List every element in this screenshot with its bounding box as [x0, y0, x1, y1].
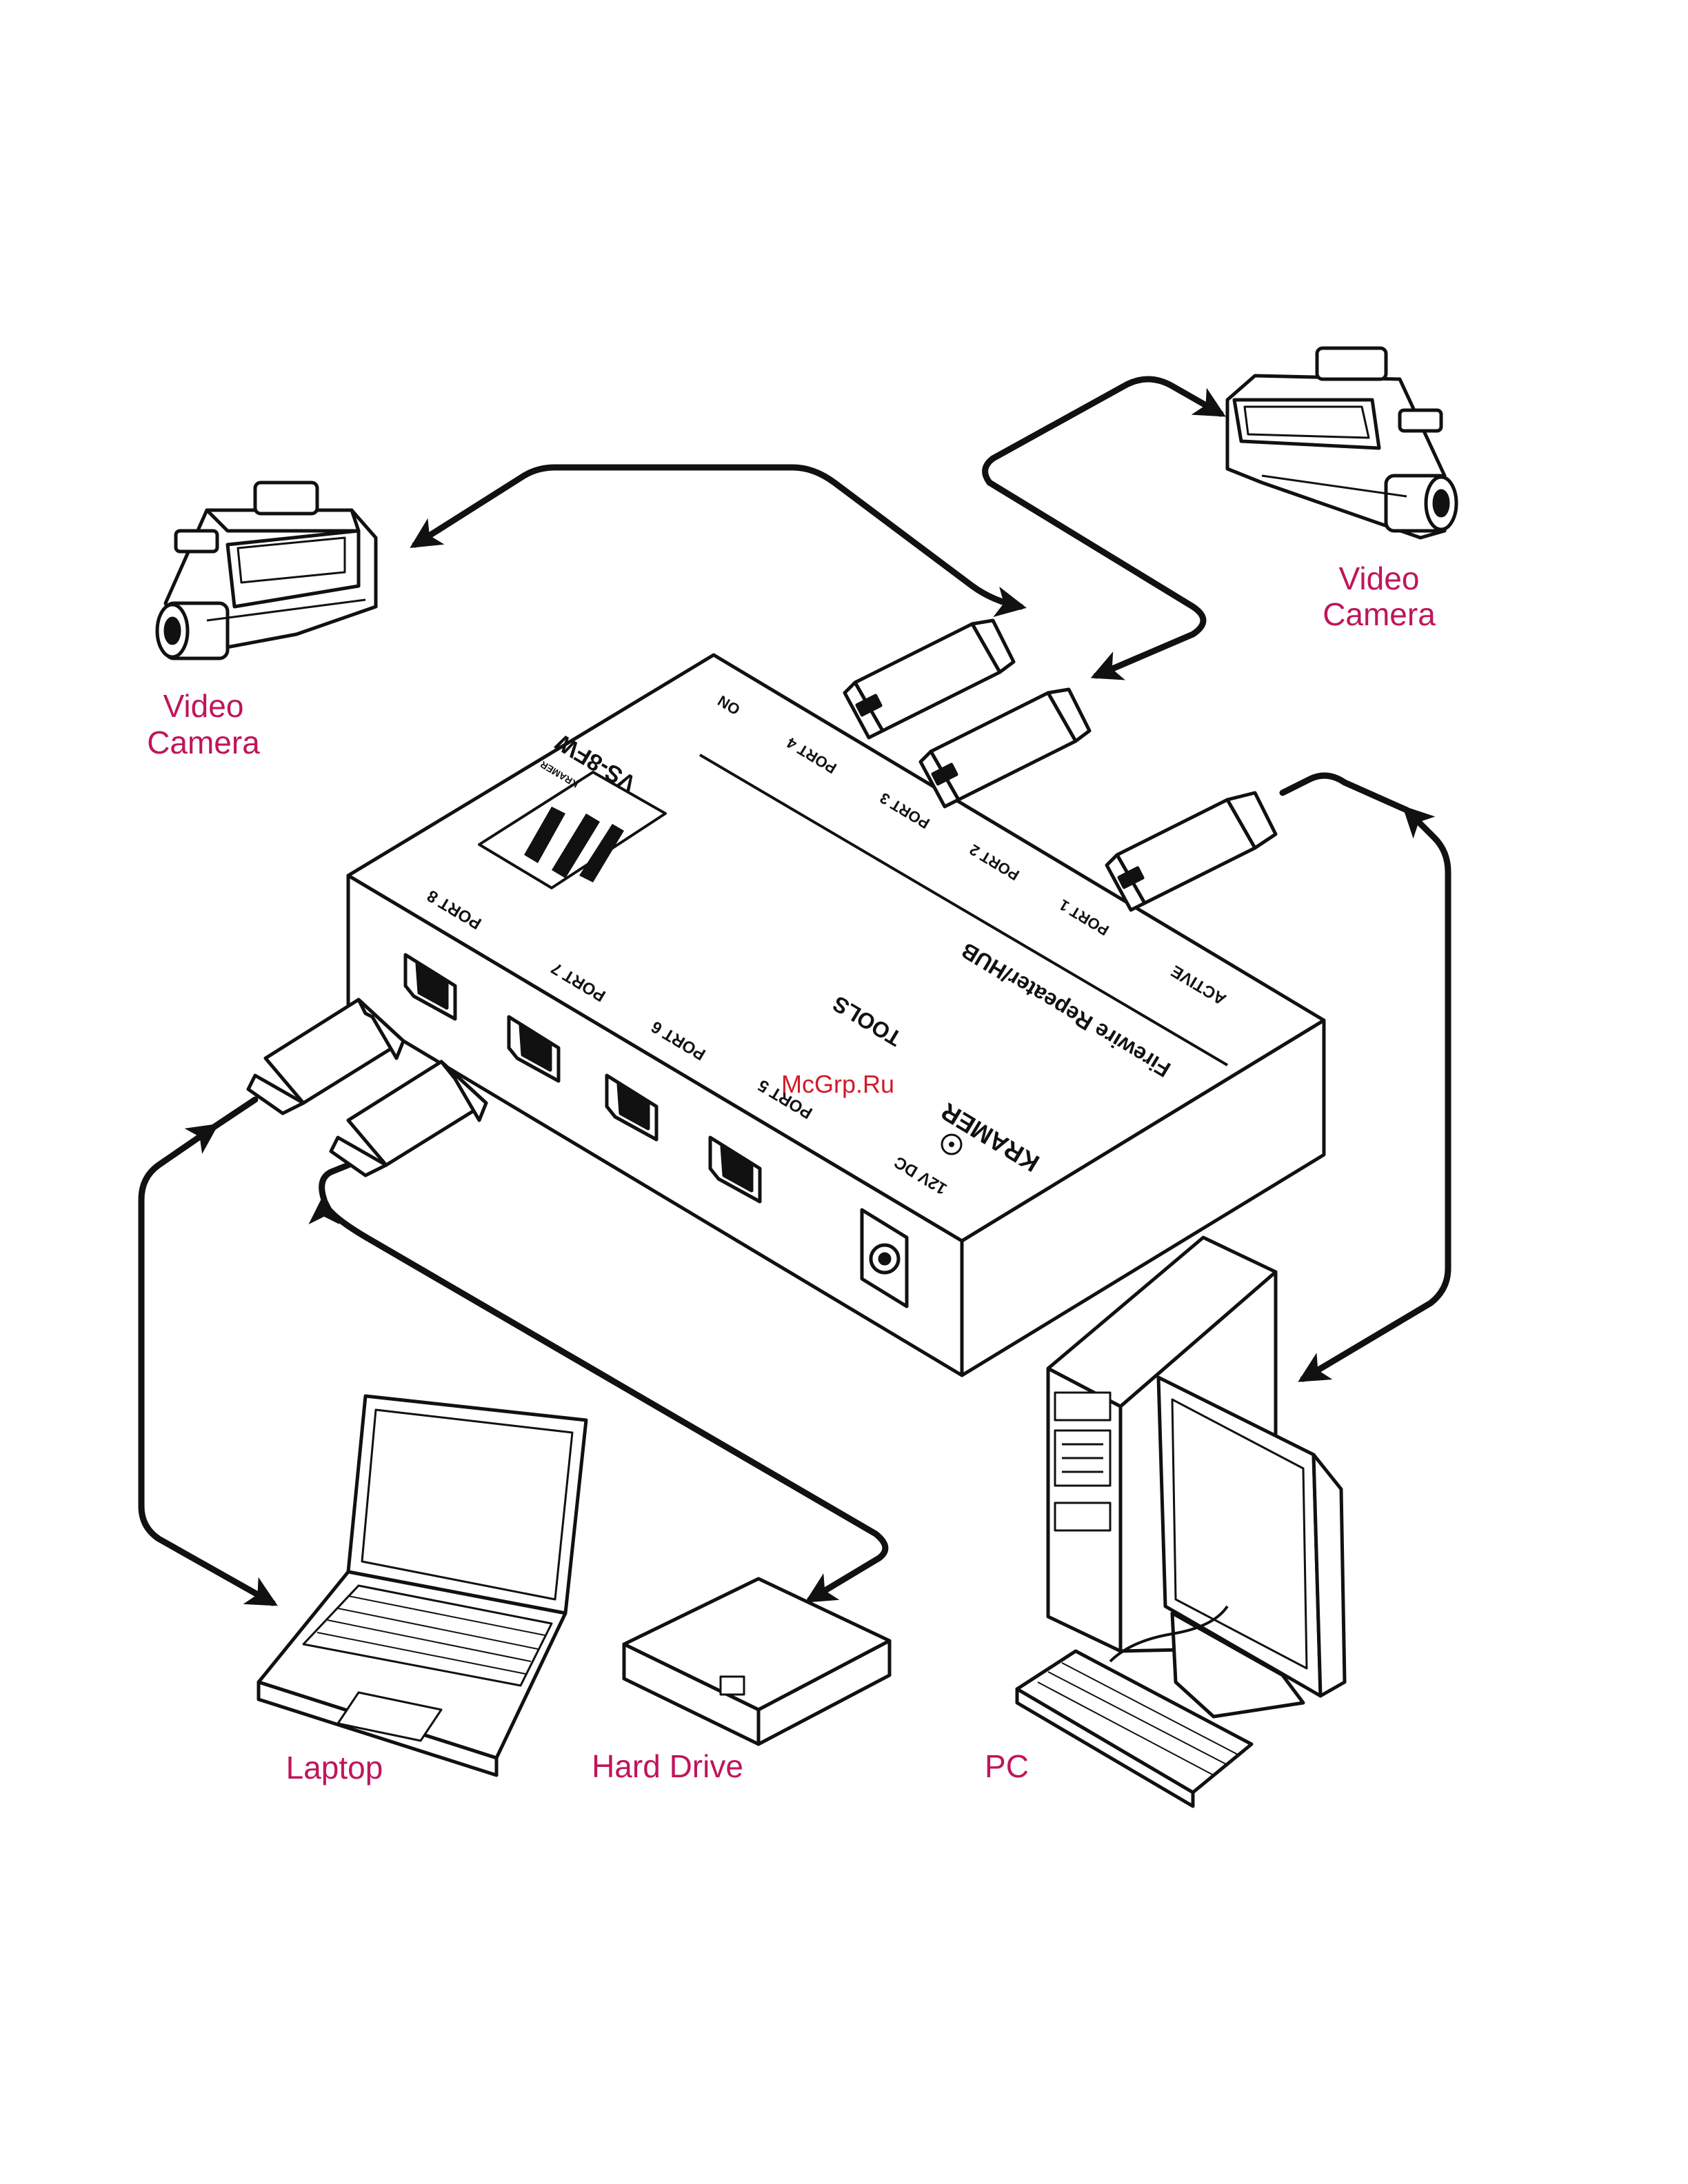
- camera-right-label-line2: Camera: [1323, 596, 1436, 632]
- plug-port7: [331, 1062, 486, 1175]
- cable-camera-left: [415, 467, 1021, 607]
- plug-port1: [1107, 793, 1276, 910]
- plug-port3: [921, 689, 1089, 807]
- watermark: McGrp.Ru: [781, 1070, 894, 1098]
- cable-laptop: [141, 1127, 272, 1603]
- plug-port4: [845, 620, 1014, 738]
- hard-drive: [624, 1579, 890, 1744]
- camera-left-label-line1: Video: [163, 688, 244, 724]
- camera-right: [1227, 348, 1456, 538]
- camera-left-label-line2: Camera: [147, 725, 260, 760]
- cable-camera-right: [985, 379, 1220, 676]
- pc-label: PC: [985, 1748, 1029, 1784]
- hard-drive-label: Hard Drive: [592, 1748, 743, 1784]
- camera-left: [157, 483, 376, 658]
- laptop-label: Laptop: [286, 1750, 383, 1786]
- pc: [1017, 1237, 1345, 1806]
- laptop: [259, 1396, 586, 1775]
- camera-right-label-line1: Video: [1339, 560, 1420, 596]
